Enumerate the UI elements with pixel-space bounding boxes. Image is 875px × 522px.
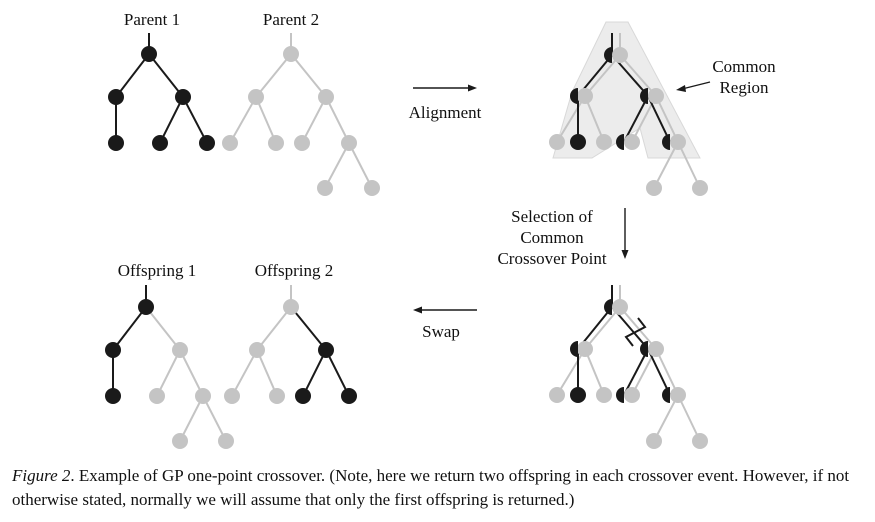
caption-text: . Example of GP one-point crossover. (No… [12, 466, 850, 509]
caption-label: Figure 2 [12, 466, 71, 485]
selection-arrow [621, 208, 629, 259]
offspring1-tree [105, 285, 234, 449]
alignment-arrow [413, 84, 477, 92]
aligned-trees [549, 21, 708, 196]
crossover-point-trees [549, 285, 708, 449]
selection-label-line2: Common [520, 228, 584, 247]
parent1-tree [108, 33, 215, 151]
offspring2-tree [224, 285, 357, 404]
swap-label: Swap [422, 322, 460, 341]
offspring2-label: Offspring 2 [255, 261, 334, 280]
parent1-label: Parent 1 [124, 10, 180, 29]
crossover-diagram: Parent 1 Parent 2 Alignment Common Regio… [105, 10, 776, 449]
parent2-label: Parent 2 [263, 10, 319, 29]
selection-label-line1: Selection of [511, 207, 593, 226]
offspring1-label: Offspring 1 [118, 261, 197, 280]
figure-caption: Figure 2. Example of GP one-point crosso… [12, 464, 872, 512]
common-region-pointer [676, 81, 711, 92]
parent2-tree [222, 33, 380, 196]
swap-arrow [413, 306, 477, 314]
alignment-label: Alignment [409, 103, 482, 122]
common-region-label-line1: Common [712, 57, 776, 76]
common-region-label-line2: Region [719, 78, 769, 97]
selection-label-line3: Crossover Point [497, 249, 606, 268]
crossover-cut-marker [624, 317, 647, 347]
